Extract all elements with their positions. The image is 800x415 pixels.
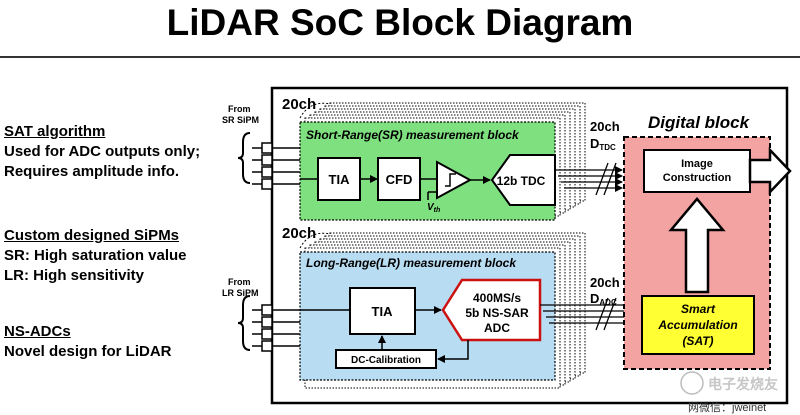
- note-sipm: Custom designed SiPMs SR: High saturatio…: [4, 226, 187, 286]
- title-divider: [0, 56, 800, 58]
- tdc-label: 12b TDC: [497, 174, 546, 188]
- sr-tia-label: TIA: [329, 172, 351, 187]
- sat-label-1: Smart: [681, 302, 716, 316]
- note-nsadc: NS-ADCs Novel design for LiDAR: [4, 322, 172, 362]
- image-construction-label-2: Construction: [663, 172, 732, 184]
- footer-text: 网微信：jweinet: [688, 400, 766, 414]
- soc-boundary: [270, 86, 789, 405]
- sr-input-pads: [252, 142, 300, 190]
- note-nsadc-line-1: Novel design for LiDAR: [4, 343, 172, 360]
- adc-label-1: 400MS/s: [473, 291, 521, 305]
- dadc-label: DADC: [590, 291, 617, 307]
- lr-tia-box: [349, 287, 416, 335]
- note-sat-line-1: Used for ADC outputs only;: [4, 143, 201, 160]
- watermark: 电子发烧友: [680, 371, 778, 395]
- note-sat: SAT algorithm Used for ADC outputs only;…: [4, 122, 200, 182]
- sat-box: [641, 295, 755, 355]
- note-sat-line-2: Requires amplitude info.: [4, 163, 180, 180]
- watermark-text: 电子发烧友: [708, 376, 778, 392]
- adc-label-2: 5b NS-SAR: [465, 306, 529, 320]
- brace-lr: [237, 295, 251, 351]
- lr-ch-label: 20ch: [282, 225, 316, 242]
- dadc-ch-label: 20ch: [590, 275, 620, 290]
- dc-calibration-label: DC-Calibration: [351, 355, 421, 366]
- note-sipm-line-1: SR: High saturation value: [4, 247, 187, 264]
- cfd-box: [377, 157, 421, 201]
- ns-sar-adc-box: [441, 278, 542, 342]
- comparator-icon: [436, 160, 473, 200]
- digital-block-title: Digital block: [648, 113, 751, 132]
- sat-label-2: Accumulation: [657, 318, 737, 332]
- lr-tia-label: TIA: [372, 304, 394, 319]
- from-sr-label-1: From: [228, 104, 251, 114]
- adc-cal-feedback: [437, 340, 469, 363]
- note-sipm-head: Custom designed SiPMs: [4, 227, 180, 244]
- dtdc-bus: [555, 162, 623, 196]
- sat-label-3: (SAT): [682, 334, 713, 348]
- adc-label-3: ADC: [484, 321, 510, 335]
- page-title: LiDAR SoC Block Diagram: [166, 2, 634, 43]
- up-arrow-icon: [668, 197, 726, 294]
- image-construction-box: [643, 149, 751, 193]
- sr-ch-label: 20ch: [282, 96, 316, 113]
- sr-tia-box: [317, 157, 361, 201]
- sr-stack-curve: [299, 102, 331, 119]
- image-construction-label-1: Image: [681, 158, 713, 170]
- brace-sr: [237, 132, 251, 184]
- sr-block-title: Short-Range(SR) measurement block: [306, 128, 520, 142]
- note-sipm-line-2: LR: High sensitivity: [4, 267, 145, 284]
- lr-input-pads: [252, 304, 300, 352]
- note-sat-head: SAT algorithm: [4, 123, 106, 140]
- lr-block-title: Long-Range(LR) measurement block: [306, 256, 517, 270]
- from-lr-label-1: From: [228, 277, 251, 287]
- output-arrow-icon: [748, 146, 792, 196]
- lr-stack-curve: [299, 232, 331, 249]
- dtdc-label: DTDC: [590, 136, 616, 152]
- note-nsadc-head: NS-ADCs: [4, 323, 71, 340]
- dtdc-ch-label: 20ch: [590, 119, 620, 134]
- dc-calibration-box: [335, 349, 437, 369]
- hysteresis-icon: [445, 173, 456, 187]
- tdc-box: [490, 154, 556, 206]
- dadc-bus: [540, 297, 641, 331]
- vth-label: Vth: [427, 202, 440, 214]
- cfd-label: CFD: [386, 172, 413, 187]
- from-sr-label-2: SR SiPM: [222, 115, 259, 125]
- from-lr-label-2: LR SiPM: [222, 288, 259, 298]
